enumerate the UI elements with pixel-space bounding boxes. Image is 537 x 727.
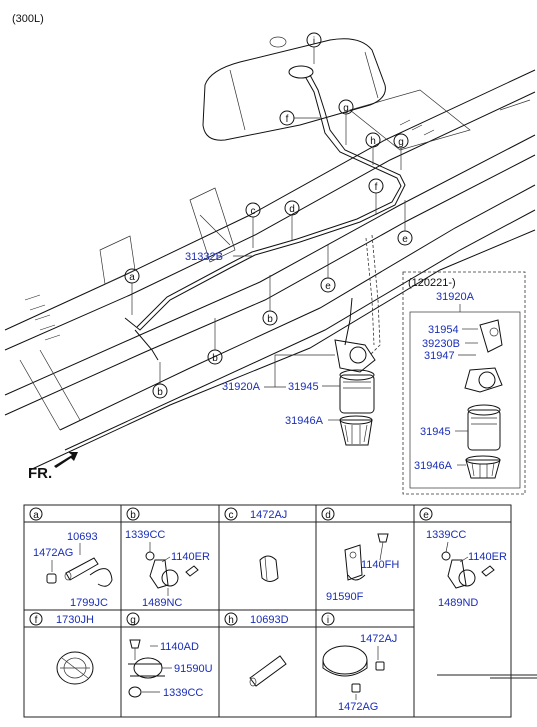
svg-text:g: g <box>130 615 136 626</box>
panel-g-part-91590u: 91590U <box>174 663 213 675</box>
svg-text:b: b <box>157 387 163 398</box>
svg-text:c: c <box>251 206 256 217</box>
svg-text:h: h <box>228 615 234 626</box>
inset-title: (120221-) <box>408 277 456 289</box>
panel-e-part-1489nd: 1489ND <box>438 597 478 609</box>
svg-text:e: e <box>423 510 429 521</box>
chassis-frame <box>4 69 536 471</box>
panel-f-part-1730jh: 1730JH <box>56 614 94 626</box>
panel-c-part-1472aj: 1472AJ <box>250 509 287 521</box>
svg-text:g: g <box>343 103 349 114</box>
panel-d-part-91590f: 91590F <box>326 591 364 603</box>
inset-label-31947: 31947 <box>424 350 455 362</box>
svg-text:h: h <box>370 136 376 147</box>
label-31332b: 31332B <box>185 251 223 263</box>
svg-text:e: e <box>325 281 331 292</box>
panel-b-part-1489nc: 1489NC <box>142 597 182 609</box>
svg-text:d: d <box>325 510 331 521</box>
panel-h-part-10693d: 10693D <box>250 614 289 626</box>
panel-i-part-1472ag: 1472AG <box>338 701 378 713</box>
fuel-filter-assembly <box>334 339 376 446</box>
panel-a-part-1799jc: 1799JC <box>70 597 108 609</box>
panel-g-part-1339cc: 1339CC <box>163 687 203 699</box>
front-arrow-icon <box>54 452 78 468</box>
svg-text:a: a <box>33 510 39 521</box>
inset-new-filter: (120221-) 31920A 31954 39230B 31947 3194… <box>402 271 526 495</box>
label-31946a: 31946A <box>285 415 324 427</box>
panel-e-part-1339cc: 1339CC <box>426 529 466 541</box>
svg-text:b: b <box>130 510 136 521</box>
detail-table: a b c d e 1472AJ f 1730JH g h 10693D i 1… <box>23 504 537 718</box>
svg-text:b: b <box>212 353 218 364</box>
svg-text:d: d <box>289 204 295 215</box>
front-marker-label: FR. <box>28 465 52 482</box>
svg-text:i: i <box>313 36 315 47</box>
inset-label-31954: 31954 <box>428 324 459 336</box>
inset-label-39230b: 39230B <box>422 338 460 350</box>
panel-g-part-1140ad: 1140AD <box>160 641 199 653</box>
inset-assy-label: 31920A <box>436 291 475 303</box>
inset-label-31945: 31945 <box>420 426 451 438</box>
svg-text:a: a <box>129 272 135 283</box>
fuel-tank <box>202 36 386 141</box>
panel-b-part-1339cc: 1339CC <box>125 529 165 541</box>
svg-text:i: i <box>327 615 329 626</box>
panel-a-part-10693: 10693 <box>67 531 98 543</box>
svg-text:b: b <box>267 314 273 325</box>
svg-text:f: f <box>375 182 378 193</box>
label-31920a: 31920A <box>222 381 261 393</box>
svg-text:e: e <box>402 234 408 245</box>
variant-label: (300L) <box>12 13 44 25</box>
fuel-lines <box>124 74 406 361</box>
main-callouts: i f g h g f e c d e a b b b <box>124 32 413 399</box>
panel-b-part-1140er: 1140ER <box>171 551 210 563</box>
svg-text:f: f <box>286 114 289 125</box>
panel-d-part-1140fh: 1140FH <box>361 559 399 571</box>
inset-label-31946a: 31946A <box>414 460 453 472</box>
panel-a-part-1472ag: 1472AG <box>33 547 73 559</box>
label-31945: 31945 <box>288 381 319 393</box>
svg-text:f: f <box>35 615 38 626</box>
panel-i-part-1472aj: 1472AJ <box>360 633 397 645</box>
panel-e-part-1140er: 1140ER <box>468 551 507 563</box>
svg-text:c: c <box>229 510 234 521</box>
svg-text:g: g <box>398 137 404 148</box>
